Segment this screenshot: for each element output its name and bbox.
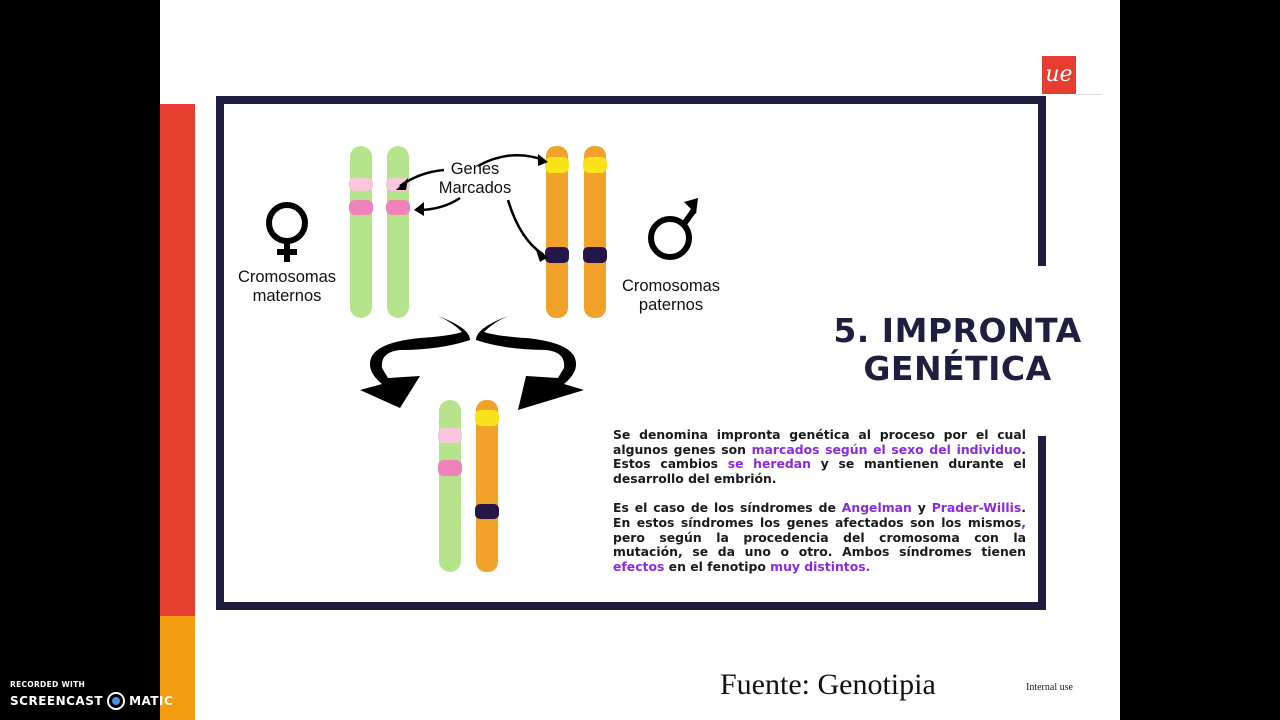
genes-marked-label: Genes Marcados — [438, 160, 512, 197]
accent-bar-orange — [160, 616, 195, 720]
logo-divider — [1076, 94, 1102, 95]
accent-bar-red — [160, 104, 195, 616]
paragraph-syndromes: Es el caso de los síndromes de Angelman … — [613, 500, 1026, 574]
chromosome-diagram — [266, 146, 698, 572]
maternal-chromosomes-label: Cromosomas maternos — [237, 268, 337, 305]
offspring-chromosomes — [438, 400, 499, 572]
paternal-chromosomes-label: Cromosomas paternos — [621, 277, 721, 314]
screencast-logo-icon — [107, 692, 126, 710]
frame-gap — [1030, 266, 1060, 436]
slide-title: 5. IMPRONTA GENÉTICA — [833, 311, 1082, 388]
source-citation: Fuente: Genotipia — [720, 668, 936, 701]
inheritance-arrows — [360, 316, 584, 410]
body-text: Se denomina impronta genética al proceso… — [613, 427, 1027, 589]
male-icon — [648, 208, 697, 260]
maternal-chromosomes — [349, 146, 410, 318]
internal-use-label: Internal use — [1026, 682, 1073, 693]
paternal-chromosomes — [545, 146, 607, 318]
slide — [160, 0, 1120, 720]
screencast-watermark: RECORDED WITH SCREENCAST MATIC — [10, 680, 174, 710]
university-logo: ue — [1042, 56, 1076, 94]
paragraph-definition: Se denomina impronta genética al proceso… — [613, 427, 1027, 486]
female-icon — [266, 202, 308, 262]
